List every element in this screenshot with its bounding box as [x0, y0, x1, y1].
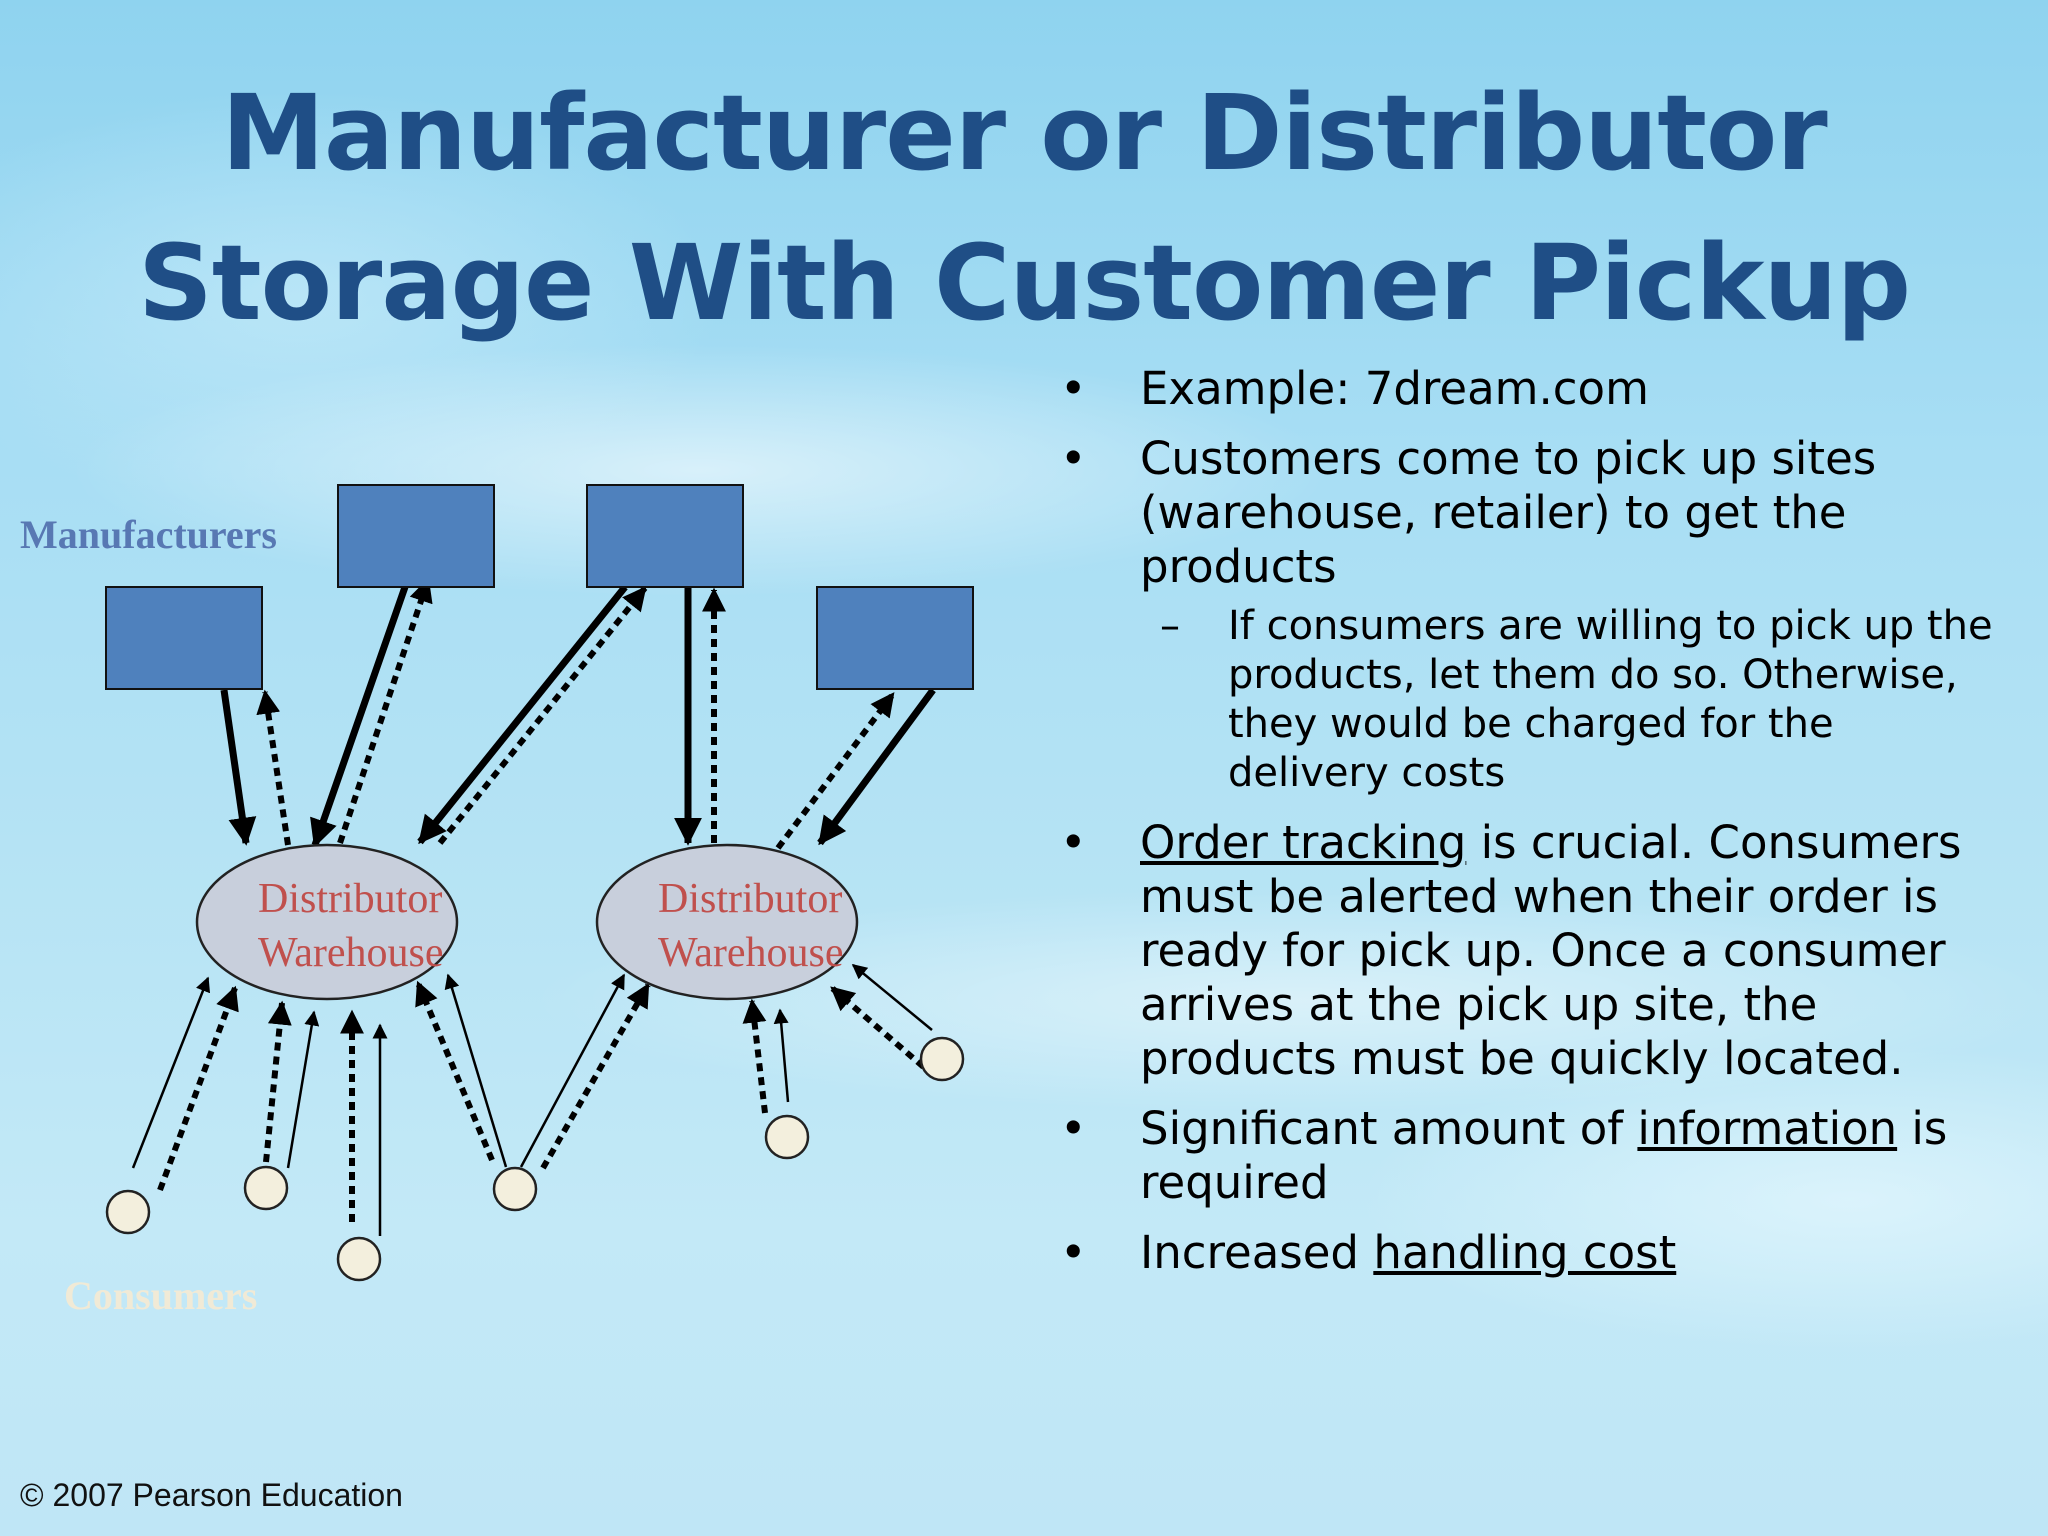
- info-arrow: [437, 586, 648, 845]
- information-term: information: [1637, 1102, 1898, 1155]
- flow-arrow: [417, 584, 628, 845]
- bullet-pickup-sites: • Customers come to pick up sites (wareh…: [1060, 432, 2000, 594]
- title-line-1: Manufacturer or Distributor: [221, 72, 1827, 194]
- order-arrow: [415, 980, 495, 1162]
- order-tracking-term: Order tracking: [1140, 816, 1467, 869]
- manufacturer-box: [586, 484, 744, 588]
- bullet-marker: •: [1060, 816, 1087, 869]
- manufacturer-box: [816, 586, 974, 690]
- order-arrow: [157, 985, 239, 1192]
- copyright-footer: © 2007 Pearson Education: [20, 1477, 403, 1513]
- pickup-arrow: [444, 973, 508, 1168]
- title-line-2: Storage With Customer Pickup: [137, 222, 1911, 344]
- order-arrow: [830, 985, 936, 1079]
- consumer-circle: [764, 1114, 810, 1160]
- handling-cost-term: handling cost: [1373, 1226, 1677, 1279]
- flow-arrow: [310, 585, 409, 848]
- bullet-text: Customers come to pick up sites (warehou…: [1140, 432, 1877, 593]
- bullet-order-tracking: • Order tracking is crucial. Consumers m…: [1060, 816, 2000, 1086]
- sub-bullet-text: If consumers are willing to pick up the …: [1228, 603, 1993, 796]
- bullet-information: • Significant amount of information is r…: [1060, 1102, 2000, 1210]
- bullet-marker: •: [1060, 1102, 1087, 1155]
- consumer-circle: [336, 1236, 382, 1282]
- consumer-arrows: [131, 964, 936, 1236]
- bullet-text: is crucial. Consumers must be alerted wh…: [1140, 816, 1962, 1085]
- bullet-marker: •: [1060, 432, 1087, 485]
- consumers-label: Consumers: [64, 1273, 257, 1318]
- warehouse-label-line2: Warehouse: [258, 930, 444, 976]
- consumer-circle: [919, 1036, 965, 1082]
- product-flow-arrows: [220, 584, 936, 848]
- manufacturer-box: [105, 586, 263, 690]
- pickup-arrow: [131, 976, 211, 1169]
- bullet-marker: •: [1060, 1226, 1087, 1279]
- warehouse-shape: [595, 843, 859, 1001]
- manufacturer-box: [337, 484, 495, 588]
- consumer-circle: [243, 1165, 289, 1211]
- slide-title: Manufacturer or Distributor Storage With…: [0, 58, 2048, 358]
- warehouse-label-line2: Warehouse: [658, 930, 844, 976]
- bullet-text: Increased: [1140, 1226, 1374, 1279]
- bullet-example: • Example: 7dream.com: [1060, 362, 2000, 416]
- warehouse-right: Distributor Warehouse: [595, 843, 859, 1001]
- consumer-circle: [105, 1189, 151, 1235]
- warehouse-left: Distributor Warehouse: [195, 843, 459, 1001]
- bullet-marker: •: [1060, 362, 1087, 415]
- sub-bullet-marker: –: [1160, 603, 1180, 649]
- warehouse-label-line1: Distributor: [658, 876, 842, 922]
- bullet-list: • Example: 7dream.com • Customers come t…: [1060, 362, 2000, 1296]
- warehouse-shape: [195, 843, 459, 1001]
- order-arrow: [540, 982, 651, 1170]
- bullet-text: Significant amount of: [1140, 1102, 1638, 1155]
- pickup-arrow: [851, 964, 933, 1031]
- info-arrow: [256, 689, 291, 846]
- sub-bullet-willing: – If consumers are willing to pick up th…: [1060, 602, 2000, 798]
- pickup-arrow: [519, 973, 626, 1168]
- pickup-arrow: [286, 1010, 320, 1169]
- bullet-text-end: is required: [1140, 1102, 1948, 1209]
- flow-arrow: [817, 687, 936, 846]
- info-arrow: [775, 692, 896, 850]
- flow-arrow: [220, 689, 257, 846]
- information-flow-arrows: [256, 577, 896, 850]
- consumer-circle: [492, 1166, 538, 1212]
- manufacturers-label: Manufacturers: [20, 512, 277, 557]
- order-arrow: [742, 998, 768, 1114]
- manufacturers: [105, 484, 974, 690]
- bullet-text: Example: 7dream.com: [1140, 362, 1649, 415]
- bullet-handling-cost: • Increased handling cost: [1060, 1226, 2000, 1280]
- consumers: [105, 1036, 965, 1282]
- warehouse-label-line1: Distributor: [258, 876, 442, 922]
- distribution-diagram: Distributor Warehouse Distributor Wareho…: [20, 484, 974, 1318]
- order-arrow: [263, 1000, 292, 1163]
- info-arrow: [337, 577, 433, 844]
- pickup-arrow: [773, 1008, 790, 1103]
